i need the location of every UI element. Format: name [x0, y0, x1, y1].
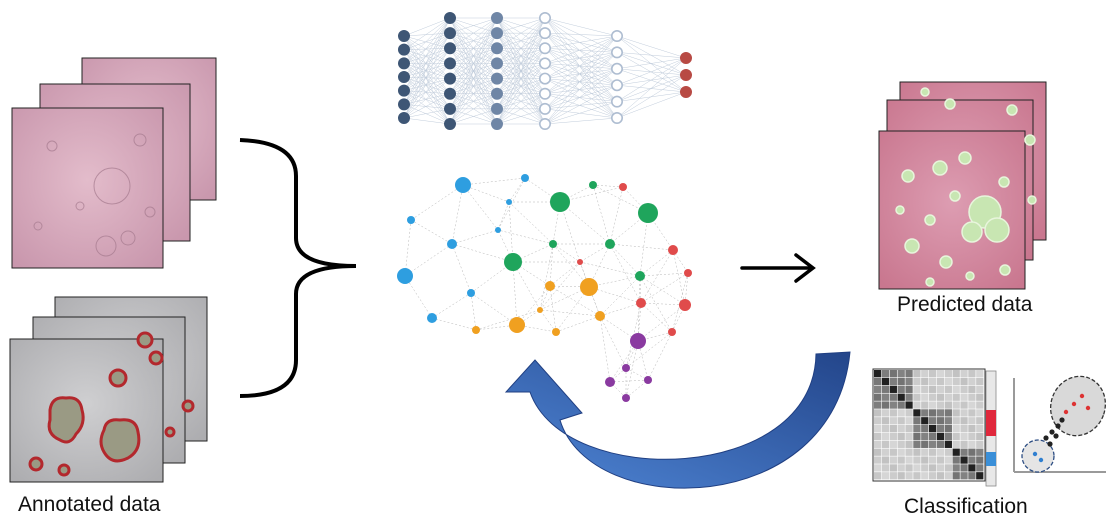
microscopy-image-front: [11, 107, 164, 269]
brain-network: [397, 174, 692, 402]
similarity-matrix-icon: [872, 368, 997, 487]
feedback-loop-arrow: [504, 351, 851, 489]
scatter-clusters-icon: [1013, 375, 1107, 473]
neural-network-layers: [397, 12, 692, 131]
right-arrow-icon: [740, 253, 816, 283]
predicted-segments: [895, 87, 1037, 287]
annotated-data-label: Annotated data: [18, 493, 161, 516]
annotated-image-stack: [9, 296, 208, 483]
microscopy-image-stack: [11, 57, 217, 269]
predicted-data-label: Predicted data: [897, 293, 1033, 316]
merge-brace: [239, 138, 357, 398]
microscopy-texture: [33, 133, 156, 257]
classification-label: Classification: [904, 495, 1028, 518]
predicted-image-stack: [878, 81, 1047, 290]
cell-outlines: [28, 331, 195, 477]
